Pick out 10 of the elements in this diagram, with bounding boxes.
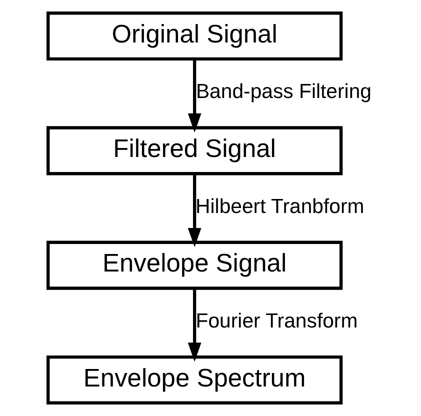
node-box: Envelope Spectrum [46,355,343,404]
edge-label: Hilbeert Tranbform [196,196,364,218]
node-box: Envelope Signal [46,240,343,290]
arrow [188,288,202,362]
node-box: Filtered Signal [46,126,343,176]
arrow [188,174,202,248]
node-box: Original Signal [46,12,343,61]
arrow [188,59,202,133]
edge-label: Fourier Transform [196,310,358,332]
edge-label: Band-pass Filtering [196,81,372,104]
